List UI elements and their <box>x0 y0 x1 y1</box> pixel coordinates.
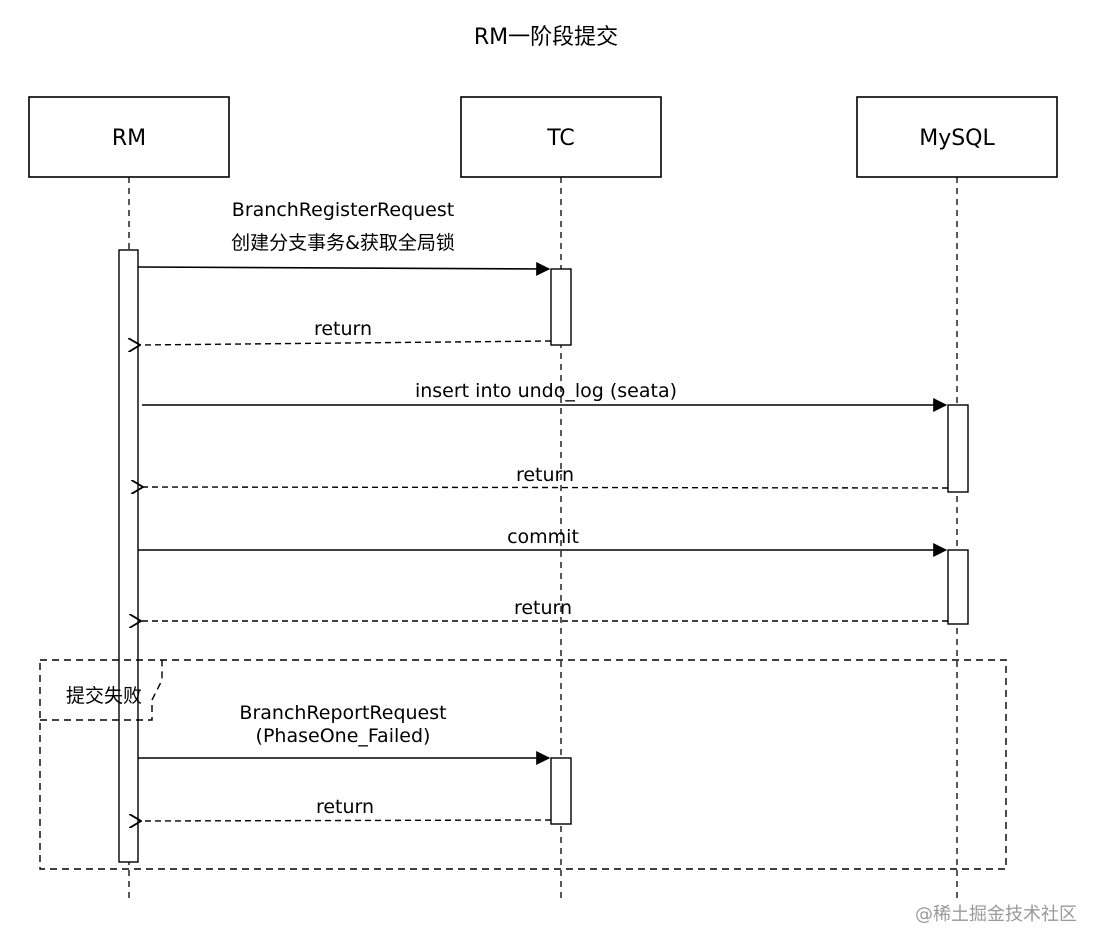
message-label: insert into undo_log (seata) <box>415 380 677 402</box>
message-label: return <box>316 796 374 818</box>
activation-tc-2 <box>550 757 572 825</box>
message-insert-undo-log: insert into undo_log (seata) <box>142 380 948 412</box>
message-label: BranchRegisterRequest <box>232 199 454 221</box>
participant-mysql-label: MySQL <box>919 126 995 151</box>
watermark: @稀土掘金技术社区 <box>915 904 1077 925</box>
participant-mysql: MySQL <box>856 96 1058 178</box>
frame-label: 提交失败 <box>66 685 142 707</box>
participant-tc: TC <box>460 96 662 178</box>
participant-rm: RM <box>28 96 230 178</box>
message-return-mysql-1: return <box>143 464 949 488</box>
participant-rm-label: RM <box>112 126 146 151</box>
message-label: BranchReportRequest <box>239 702 446 724</box>
message-label: 创建分支事务&获取全局锁 <box>231 232 455 254</box>
message-return-mysql-2: return <box>141 597 948 621</box>
message-label: commit <box>507 526 579 548</box>
message-branch-register-request: BranchRegisterRequest 创建分支事务&获取全局锁 <box>137 199 551 276</box>
message-commit: commit <box>138 526 948 557</box>
participant-tc-label: TC <box>546 126 575 151</box>
message-label: (PhaseOne_Failed) <box>256 725 431 747</box>
message-label: return <box>514 597 572 619</box>
message-return-tc-2: return <box>141 796 552 821</box>
message-return-tc: return <box>140 318 552 345</box>
failure-frame: 提交失败 <box>39 659 1007 870</box>
activation-mysql-1 <box>947 404 969 493</box>
message-label: return <box>516 464 574 486</box>
activation-mysql-2 <box>947 549 969 625</box>
activation-rm <box>118 249 139 863</box>
message-branch-report-request: BranchReportRequest (PhaseOne_Failed) <box>138 702 551 765</box>
diagram-title: RM一阶段提交 <box>474 25 618 50</box>
message-label: return <box>314 318 372 340</box>
activation-tc-1 <box>550 268 572 346</box>
